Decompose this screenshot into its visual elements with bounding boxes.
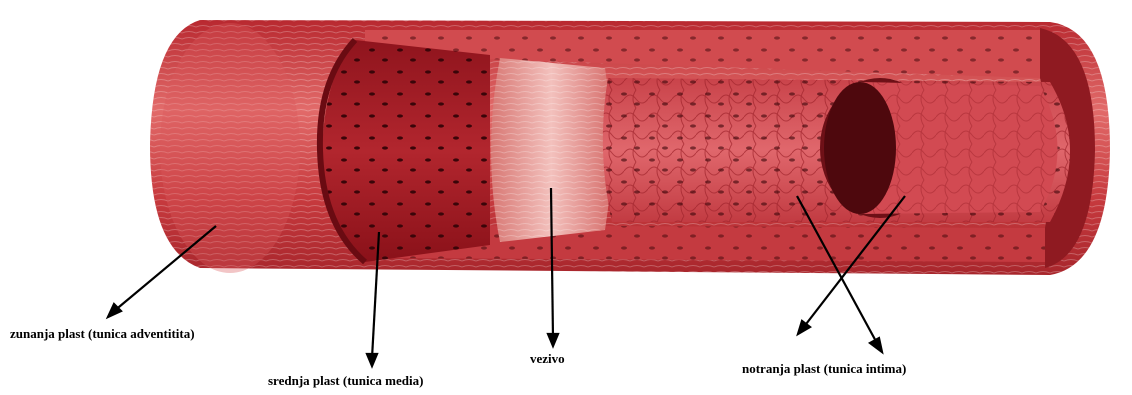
label-tunica-intima: notranja plast (tunica intima): [742, 361, 906, 377]
arrow-outer: [108, 226, 216, 317]
tunica-media: [320, 40, 490, 262]
vessel-lumen: [820, 78, 1058, 218]
label-tunica-adventitia: zunanja plast (tunica adventitita): [10, 326, 195, 342]
label-vezivo: vezivo: [530, 351, 565, 367]
label-tunica-media: srednja plast (tunica media): [268, 373, 423, 389]
